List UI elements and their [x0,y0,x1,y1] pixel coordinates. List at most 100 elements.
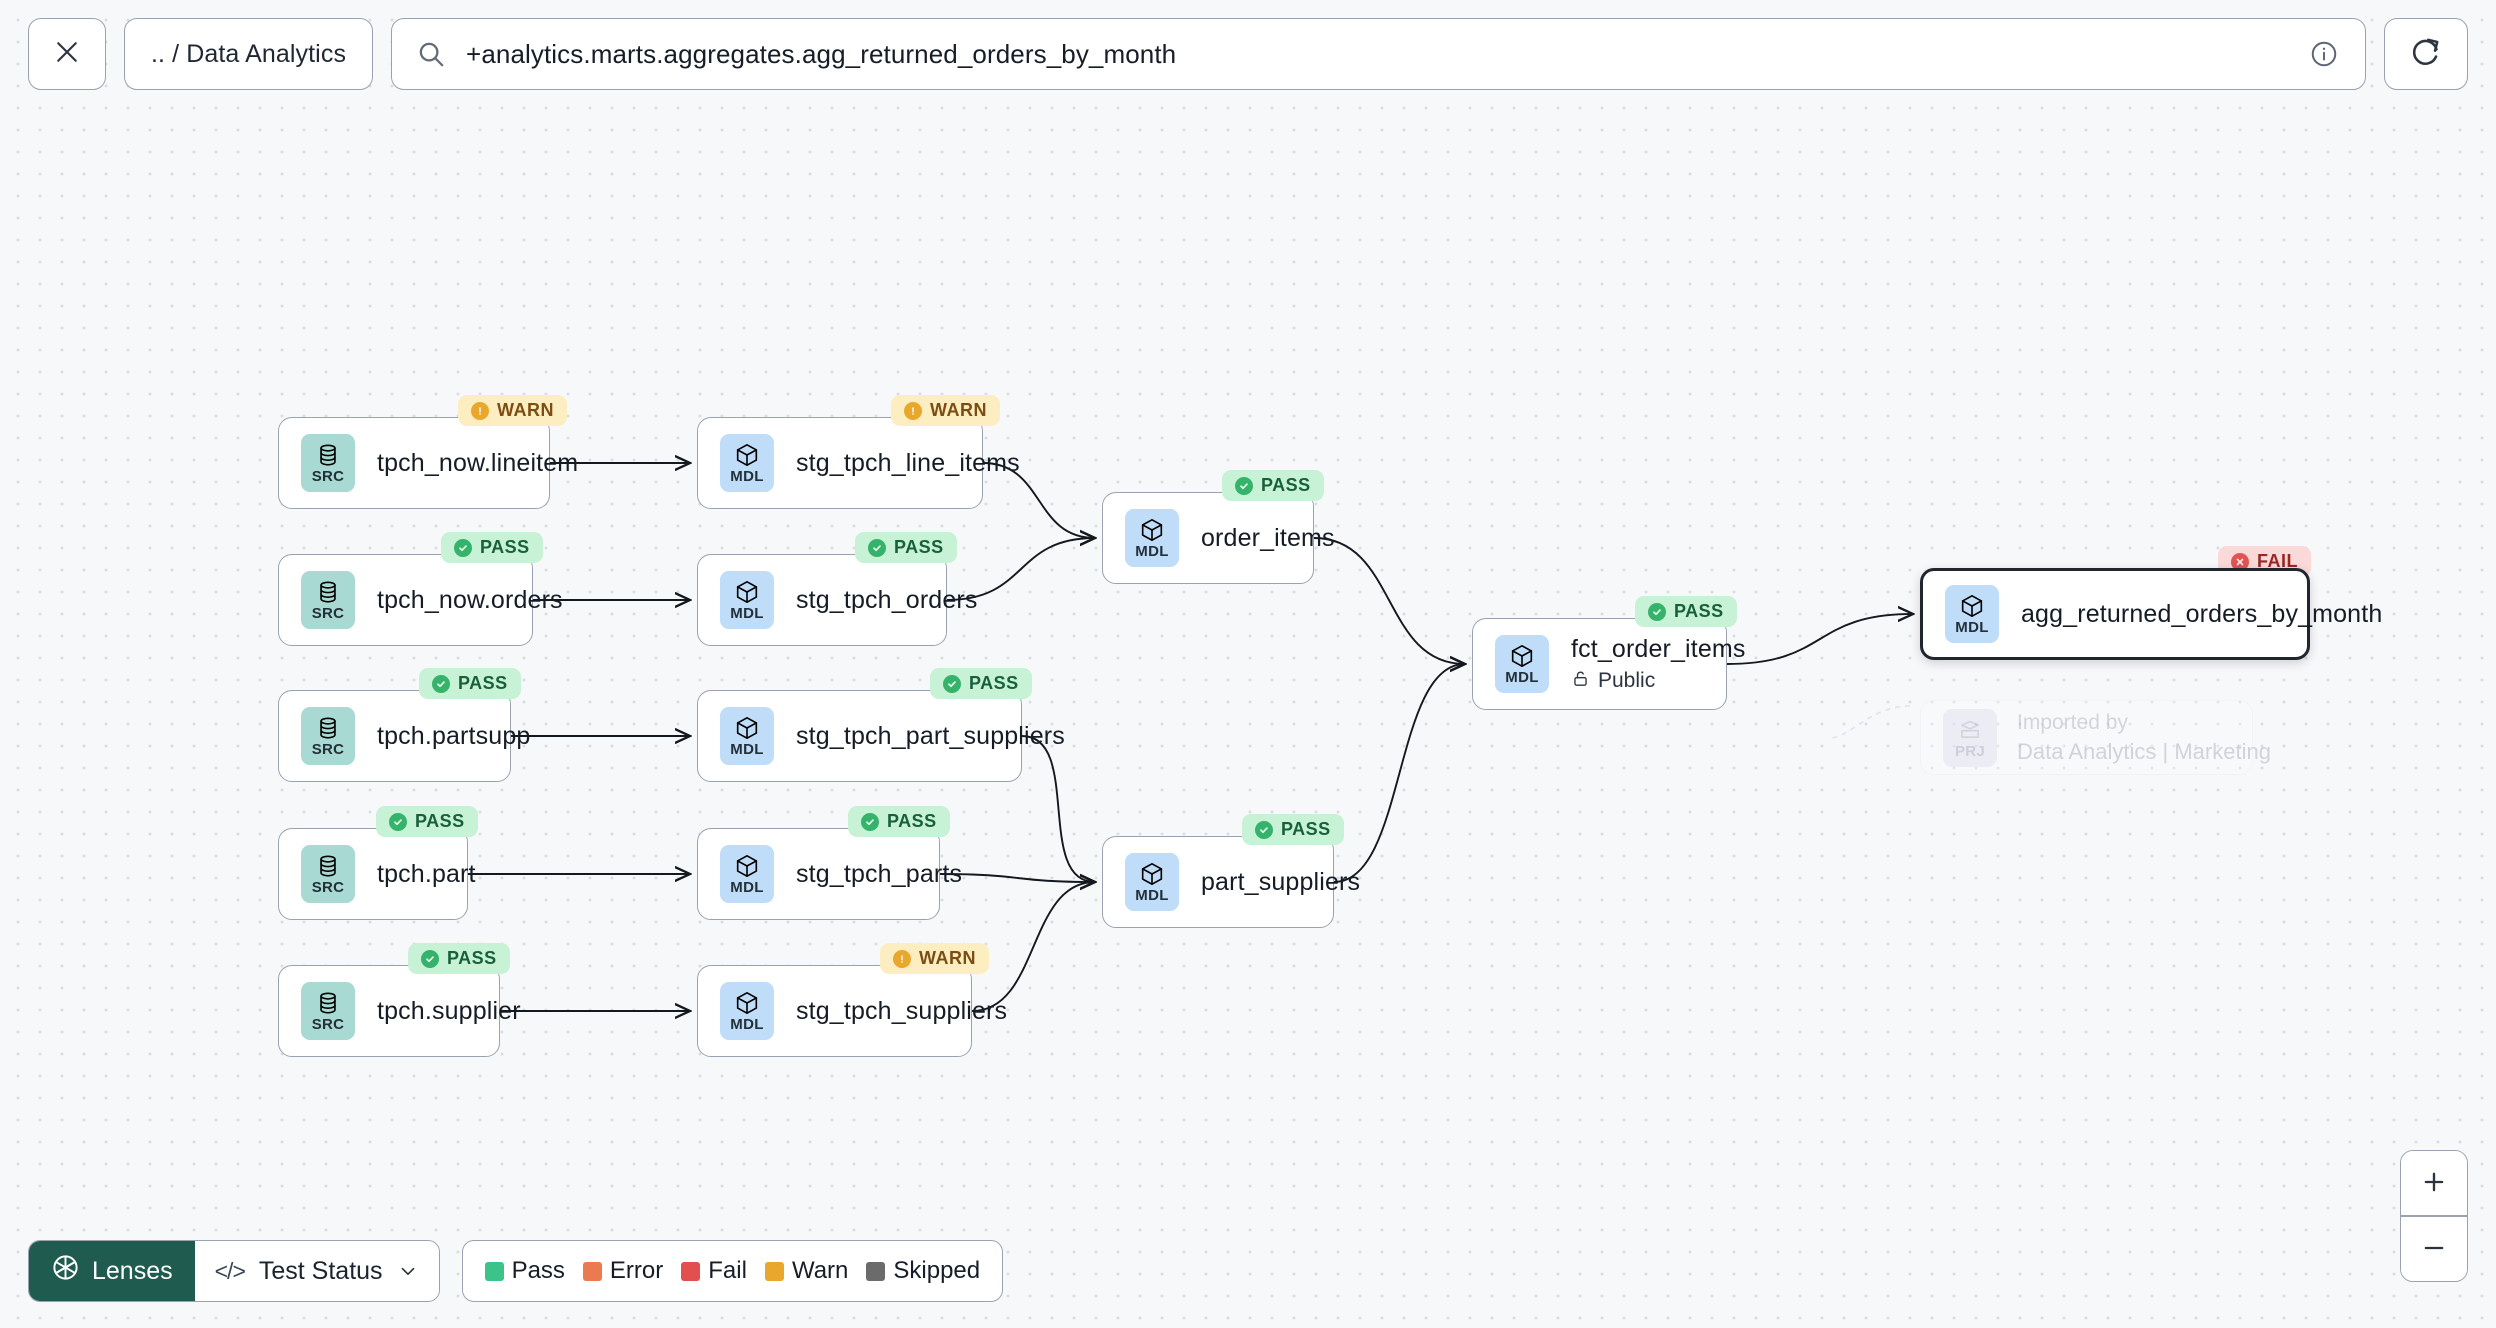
legend-swatch [484,1261,504,1281]
mdl-type-icon: MDL [1125,509,1179,567]
graph-node-tpch-now-lineitem[interactable]: SRC tpch_now.lineitem [278,417,579,509]
legend-swatch [866,1261,886,1281]
legend-item-warn[interactable]: Warn [764,1257,848,1285]
status-badge-pass: PASS [1635,596,1737,627]
info-icon[interactable] [2309,39,2339,69]
node-type-label: MDL [730,468,764,485]
unlock-icon [1571,669,1590,694]
graph-node-tpch-supplier[interactable]: SRC tpch.supplier [278,965,521,1057]
status-badge-label: PASS [1281,819,1331,839]
refresh-button[interactable] [2384,18,2468,90]
graph-edge [971,882,1095,1012]
node-type-label: SRC [311,468,345,485]
node-visibility-label: Public [1598,669,1656,692]
status-badge-label: PASS [887,811,937,831]
search-input[interactable]: +analytics.marts.aggregates.agg_returned… [466,38,1177,69]
status-badge-label: PASS [415,811,465,831]
mdl-type-icon: MDL [720,845,774,903]
status-badge-label: PASS [458,673,508,693]
zoom-out-button[interactable] [2401,1217,2467,1281]
pass-status-icon [1235,476,1253,495]
zoom-divider [2401,1215,2467,1217]
node-type-label: MDL [730,879,764,896]
node-type-label: SRC [311,1016,345,1033]
legend-item-fail[interactable]: Fail [681,1257,747,1285]
node-title: tpch_now.lineitem [377,448,579,477]
node-type-label: MDL [730,1016,764,1033]
zoom-in-button[interactable] [2401,1151,2467,1216]
graph-edge [982,462,1095,538]
status-badge-warn: WARN [880,943,989,974]
pass-status-icon [1255,820,1273,839]
graph-edge [1313,537,1465,664]
warn-status-icon [893,949,911,968]
test-status-dropdown[interactable]: </> Test Status [194,1241,439,1301]
refresh-icon [2409,35,2443,74]
prj-type-icon: PRJ [1943,708,1997,767]
node-type-label: MDL [730,605,764,622]
mdl-type-icon: MDL [720,434,774,492]
lenses-button[interactable]: Lenses [29,1241,195,1301]
node-title: part_suppliers [1201,867,1361,896]
close-button[interactable] [28,18,106,90]
legend-label: Pass [511,1257,565,1284]
graph-edge [1333,664,1465,883]
status-badge-label: PASS [969,673,1019,693]
warn-status-icon [471,401,489,420]
node-title: stg_tpch_suppliers [796,996,1008,1025]
legend-swatch [764,1261,784,1281]
src-type-icon: SRC [301,845,355,903]
graph-node-tpch-now-orders[interactable]: SRC tpch_now.orders [278,554,563,646]
status-badge-label: FAIL [2257,551,2298,571]
mdl-type-icon: MDL [720,571,774,629]
node-type-label: PRJ [1954,742,1986,760]
node-title: tpch.supplier [377,996,521,1025]
graph-node-stg-tpch-orders[interactable]: MDL stg_tpch_orders [697,554,978,646]
top-toolbar: .. / Data Analytics +analytics.marts.agg… [0,0,2496,108]
graph-node-stg-tpch-suppliers[interactable]: MDL stg_tpch_suppliers [697,965,1008,1057]
pass-status-icon [454,538,472,557]
mdl-type-icon: MDL [720,982,774,1040]
node-title: tpch_now.orders [377,585,563,614]
breadcrumb-label: .. / Data Analytics [151,39,347,68]
graph-edge [939,873,1095,882]
mdl-type-icon: MDL [1125,853,1179,911]
src-type-icon: SRC [301,982,355,1040]
status-badge-warn: WARN [891,395,1000,426]
pass-status-icon [943,674,961,693]
minus-icon [2420,1234,2448,1265]
pass-status-icon [1648,602,1666,621]
breadcrumb[interactable]: .. / Data Analytics [124,18,374,90]
node-type-label: SRC [311,605,345,622]
search-bar[interactable]: +analytics.marts.aggregates.agg_returned… [391,18,2366,90]
graph-node-part-suppliers[interactable]: MDL part_suppliers [1102,836,1361,928]
status-badge-pass: PASS [1242,814,1344,845]
node-type-label: MDL [1505,669,1539,686]
legend-swatch [582,1261,602,1281]
legend-swatch [681,1261,701,1281]
status-badge-pass: PASS [376,806,478,837]
status-badge-pass: PASS [408,943,510,974]
legend-item-pass[interactable]: Pass [484,1257,565,1285]
status-badge-pass: PASS [855,532,957,563]
node-type-label: MDL [1135,543,1169,560]
bottom-toolbar: Lenses </> Test Status Pass Error Fail Warn… [28,1240,1004,1302]
legend-label: Error [609,1257,664,1284]
legend-item-error[interactable]: Error [582,1257,664,1285]
test-status-label: Test Status [258,1256,383,1285]
node-title: stg_tpch_orders [796,585,978,614]
legend-item-skipped[interactable]: Skipped [866,1257,980,1285]
node-title: stg_tpch_part_suppliers [796,721,1065,750]
pass-status-icon [861,812,879,831]
